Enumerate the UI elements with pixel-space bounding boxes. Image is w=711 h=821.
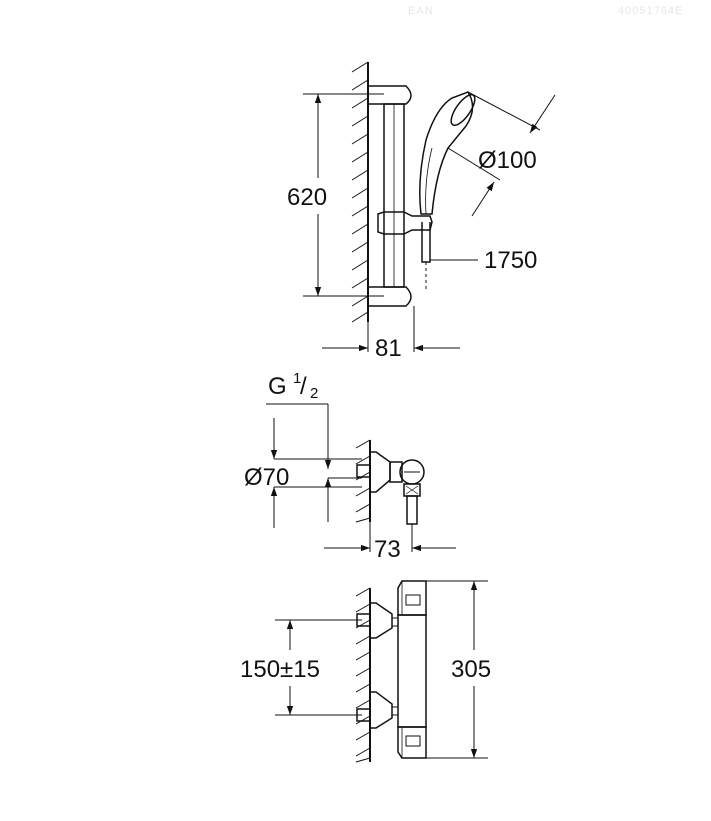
thermostat-body: [397, 614, 427, 728]
dim-73: [324, 522, 456, 552]
label-hand-shower-diameter: Ø100: [478, 147, 537, 174]
shower-rail-view: [303, 61, 556, 352]
label-inlet-spacing: 150±15: [240, 656, 320, 683]
wall-hatch-middle: [355, 439, 371, 523]
mixer-side-view: [266, 403, 456, 552]
mixer-front-view: [275, 580, 488, 763]
dim-620: [303, 93, 384, 297]
dim-diameter-100: [447, 91, 556, 217]
lower-escutcheon: [370, 691, 393, 729]
escutcheon: [370, 451, 391, 493]
dim-diameter-70: [270, 418, 362, 528]
mixer-body-side: [389, 461, 403, 483]
hand-shower: [419, 91, 476, 215]
flow-handle: [397, 726, 427, 759]
inlet-nipple: [356, 464, 371, 478]
label-thread-denominator: 2: [310, 385, 318, 402]
outlet-pipe: [406, 495, 418, 525]
dim-305: [426, 580, 488, 759]
rail-bracket-top: [368, 85, 412, 105]
label-mixer-depth: 73: [374, 536, 401, 563]
wall-hatch-top: [351, 61, 369, 323]
label-hose-length: 1750: [484, 247, 537, 274]
label-thread-prefix: G: [268, 373, 287, 400]
rail-slider: [377, 211, 433, 235]
label-shower-height: 620: [287, 184, 327, 211]
hose-connector: [421, 222, 431, 263]
temperature-handle: [397, 580, 427, 616]
label-rail-depth: 81: [375, 335, 402, 362]
label-mixer-length: 305: [451, 656, 491, 683]
label-escutcheon-diameter: Ø70: [244, 464, 289, 491]
dim-thread: [266, 403, 332, 469]
dim-150: [275, 619, 362, 716]
header-codes: EAN 40051764E: [408, 5, 683, 17]
label-thread: G 1 / 2: [268, 370, 318, 402]
dim-81: [322, 306, 460, 352]
rail-bracket-bottom: [368, 286, 412, 307]
label-thread-slash: /: [300, 373, 307, 400]
header-code-right: 40051764E: [618, 5, 683, 17]
upper-escutcheon: [370, 602, 393, 639]
header-code-left: EAN: [408, 5, 434, 17]
label-thread-numerator: 1: [293, 370, 301, 387]
